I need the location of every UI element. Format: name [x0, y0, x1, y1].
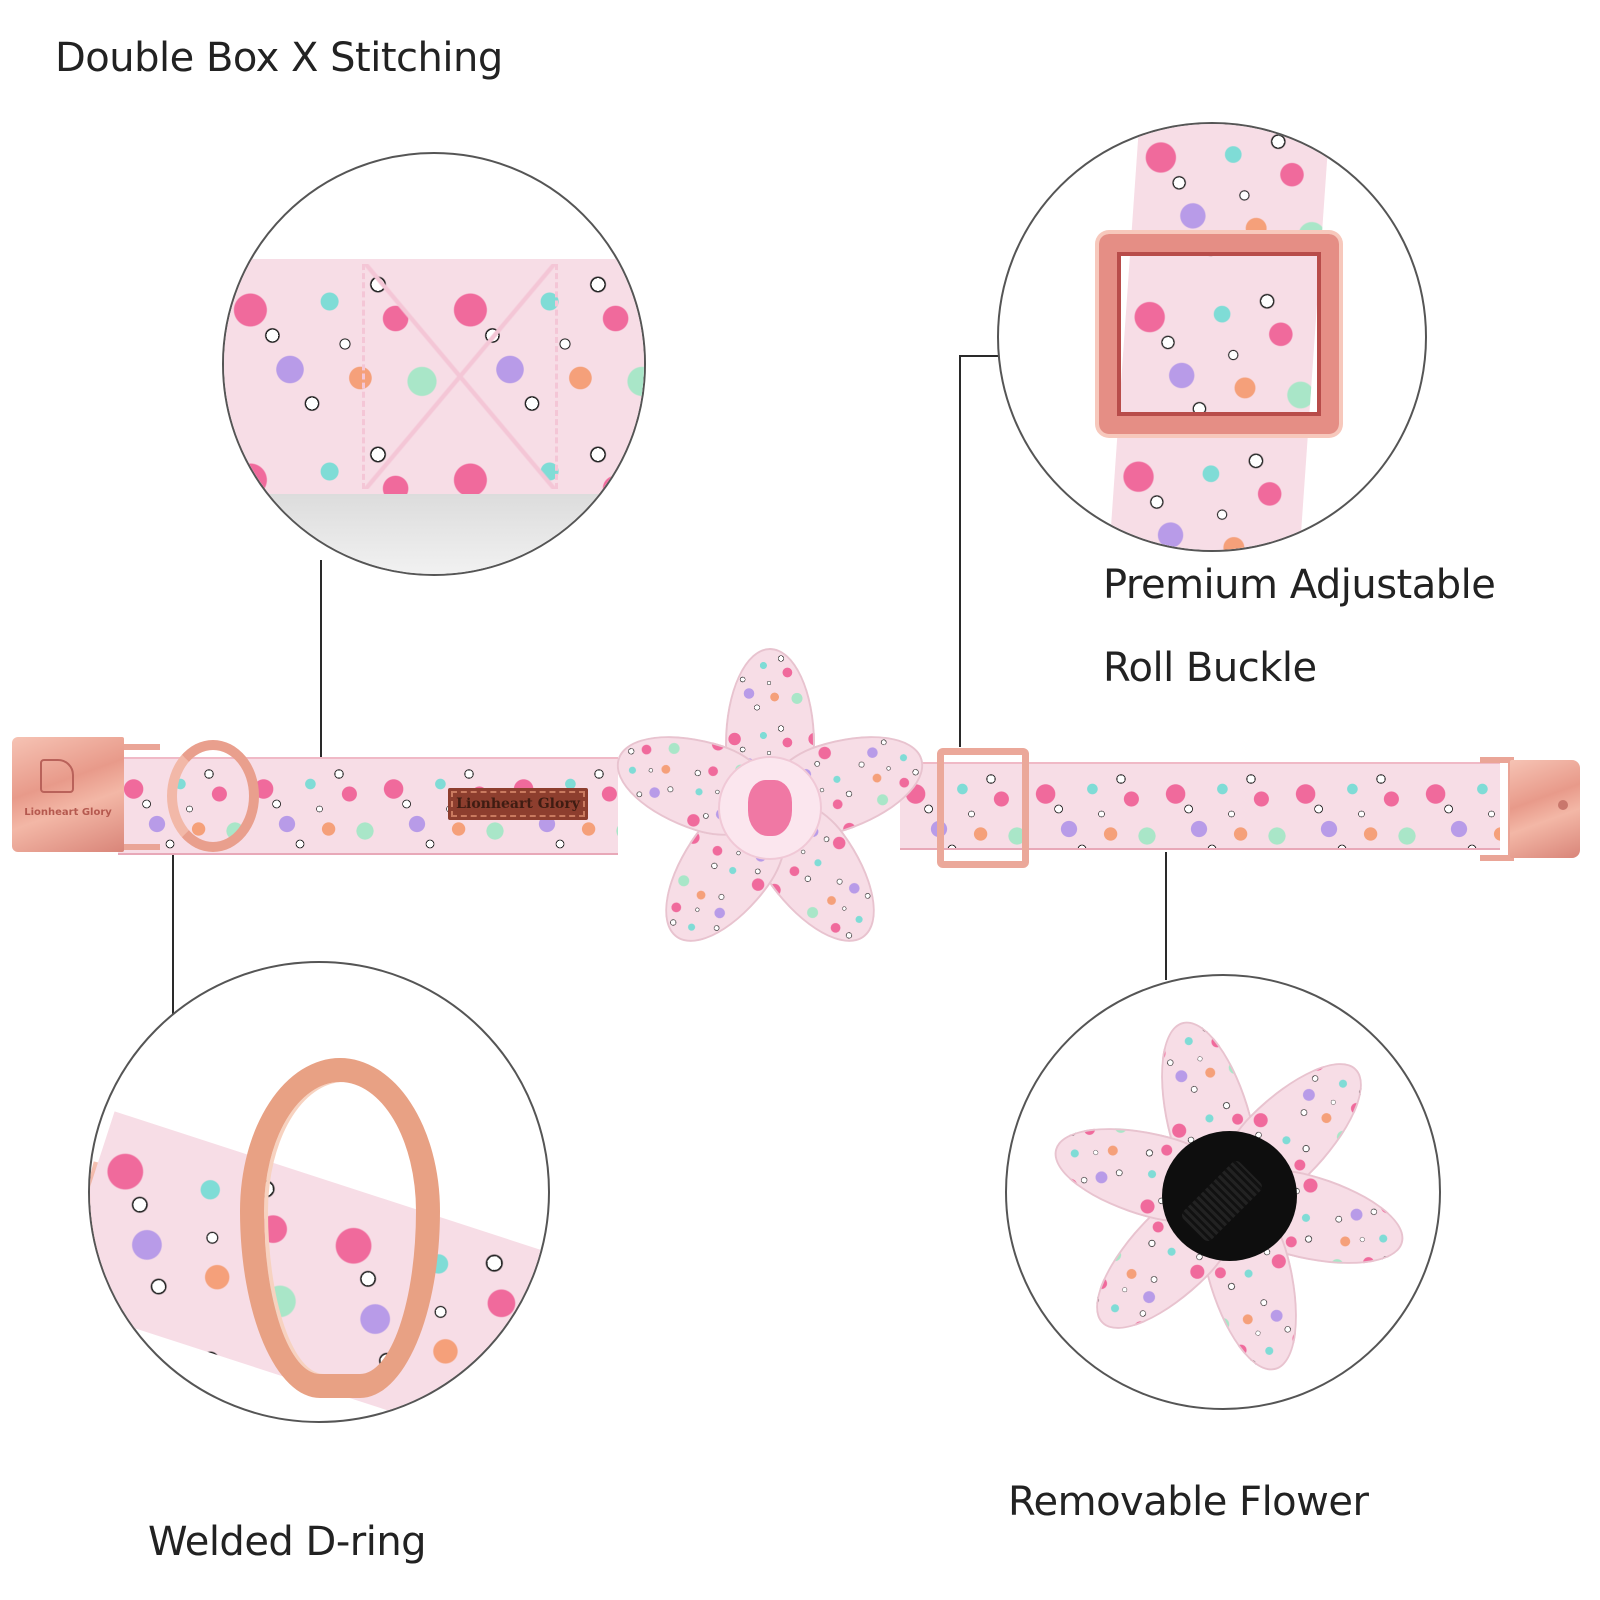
- label-roll-buckle: Roll Buckle: [1103, 645, 1317, 691]
- connector-buckle-horizontal: [959, 355, 999, 357]
- side-release-buckle: Lionheart Glory: [12, 737, 124, 852]
- d-ring: [167, 740, 259, 852]
- rivet-icon: [1558, 800, 1568, 810]
- connector-stitching: [320, 560, 322, 757]
- collar-strap-right: [900, 762, 1500, 850]
- tri-glide-slide-buckle: [937, 748, 1029, 868]
- label-double-box-stitching: Double Box X Stitching: [55, 35, 503, 81]
- lion-logo-icon: [40, 759, 74, 793]
- buckle-frame-right: [1480, 757, 1514, 861]
- flower-back-closeup: [1044, 1011, 1414, 1381]
- roll-buckle-closeup: [1099, 234, 1339, 434]
- shadow-below-strap: [224, 494, 644, 574]
- collar-flower: [603, 648, 937, 968]
- box-x-stitch: [362, 264, 558, 489]
- connector-flower: [1165, 852, 1167, 980]
- label-welded-d-ring: Welded D-ring: [148, 1519, 427, 1565]
- connector-buckle-vertical: [959, 355, 961, 747]
- label-premium-adjustable: Premium Adjustable: [1103, 562, 1496, 608]
- side-release-buckle-female: [1510, 760, 1580, 858]
- d-ring-closeup: [240, 1058, 440, 1398]
- label-removable-flower: Removable Flower: [1008, 1479, 1369, 1525]
- flower-center: [720, 758, 820, 858]
- buckle-brand-text: Lionheart Glory: [24, 807, 112, 818]
- elastic-loop: [1179, 1158, 1265, 1244]
- brand-leather-tag: Lionheart Glory: [448, 788, 588, 820]
- detail-circle-d-ring: [88, 961, 550, 1423]
- bunny-icon: [748, 780, 792, 836]
- detail-circle-stitching: [222, 152, 646, 576]
- detail-circle-flower-back: [1005, 974, 1441, 1410]
- detail-circle-roll-buckle: [997, 122, 1427, 552]
- felt-backing: [1162, 1131, 1297, 1261]
- connector-dring: [172, 855, 174, 1020]
